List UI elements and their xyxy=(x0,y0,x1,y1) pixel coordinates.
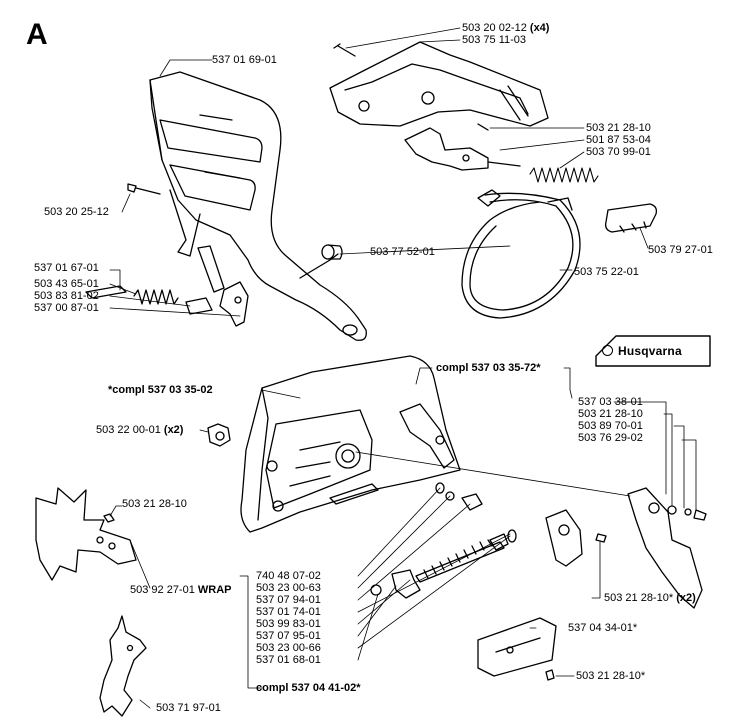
clutch-cover-drawing xyxy=(240,355,461,533)
part-label: compl 537 03 35-72* xyxy=(436,362,541,374)
part-label: 503 21 28-10* (x2) xyxy=(604,592,696,604)
part-label: 503 71 97-01 xyxy=(156,702,221,714)
part-label: 503 83 81-02 xyxy=(34,290,99,302)
brake-band-drawing xyxy=(461,189,581,319)
part-label: 503 20 25-12 xyxy=(44,206,109,218)
part-label: 537 01 67-01 xyxy=(34,262,99,274)
nut-drawing xyxy=(207,423,231,447)
spring-sleeve-drawing xyxy=(604,203,658,233)
part-label: 503 43 65-01 xyxy=(34,278,99,290)
logo-sticker-drawing xyxy=(595,335,711,367)
small-parts-drawing xyxy=(85,245,249,327)
cover-plate-drawing xyxy=(477,617,557,681)
brake-handle-drawing xyxy=(149,71,367,341)
part-label: 503 21 28-10* xyxy=(576,670,646,682)
part-label: 503 70 99-01 xyxy=(586,146,651,158)
part-label: 503 21 28-10 xyxy=(578,408,643,420)
spike-bumper-small-drawing xyxy=(99,615,147,717)
part-label: 537 01 74-01 xyxy=(256,606,321,618)
part-label: 503 23 00-66 xyxy=(256,642,321,654)
crown-icon xyxy=(602,345,613,356)
bushing-drawing xyxy=(321,244,343,260)
part-label: 537 04 34-01* xyxy=(568,622,638,634)
part-label: 503 20 02-12 (x4) xyxy=(462,22,550,34)
spike-bumper-large-drawing xyxy=(35,487,137,581)
part-label: 503 75 22-01 xyxy=(574,266,639,278)
chain-adjuster-drawing xyxy=(370,482,517,599)
part-label: 503 92 27-01 WRAP xyxy=(130,584,232,596)
part-label: 537 01 68-01 xyxy=(256,654,321,666)
part-label: 503 21 28-10 xyxy=(122,498,187,510)
spring-top-drawing xyxy=(529,167,599,183)
part-label: 537 07 95-01 xyxy=(256,630,321,642)
logo-text: Husqvarna xyxy=(618,344,682,358)
part-label: compl 537 04 41-02* xyxy=(256,682,361,694)
part-label: 740 48 07-02 xyxy=(256,570,321,582)
screw-drawing xyxy=(127,183,161,195)
adjuster-plate-drawing xyxy=(545,509,607,567)
linkage-drawing xyxy=(404,123,521,171)
husqvarna-logo: Husqvarna xyxy=(598,340,706,362)
part-label: 501 87 53-04 xyxy=(586,134,651,146)
part-label: 503 89 70-01 xyxy=(578,420,643,432)
part-label: 537 03 38-01 xyxy=(578,396,643,408)
part-label: 503 77 52-01 xyxy=(370,246,435,258)
leader-lines xyxy=(109,27,697,709)
part-label: 503 21 28-10 xyxy=(586,122,651,134)
right-bracket-drawing xyxy=(627,487,707,609)
part-label: 503 22 00-01 (x2) xyxy=(96,424,184,436)
part-label: 537 00 87-01 xyxy=(34,302,99,314)
part-label: *compl 537 03 35-02 xyxy=(108,384,213,396)
brake-mechanism-drawing xyxy=(329,41,549,127)
part-label: 503 23 00-63 xyxy=(256,582,321,594)
part-label: 503 99 83-01 xyxy=(256,618,321,630)
part-label: 503 79 27-01 xyxy=(648,244,713,256)
section-letter: A xyxy=(26,18,48,51)
part-label: 537 07 94-01 xyxy=(256,594,321,606)
part-label: 503 75 11-03 xyxy=(462,34,527,46)
part-label: 537 01 69-01 xyxy=(212,54,277,66)
part-label: 503 76 29-02 xyxy=(578,432,643,444)
